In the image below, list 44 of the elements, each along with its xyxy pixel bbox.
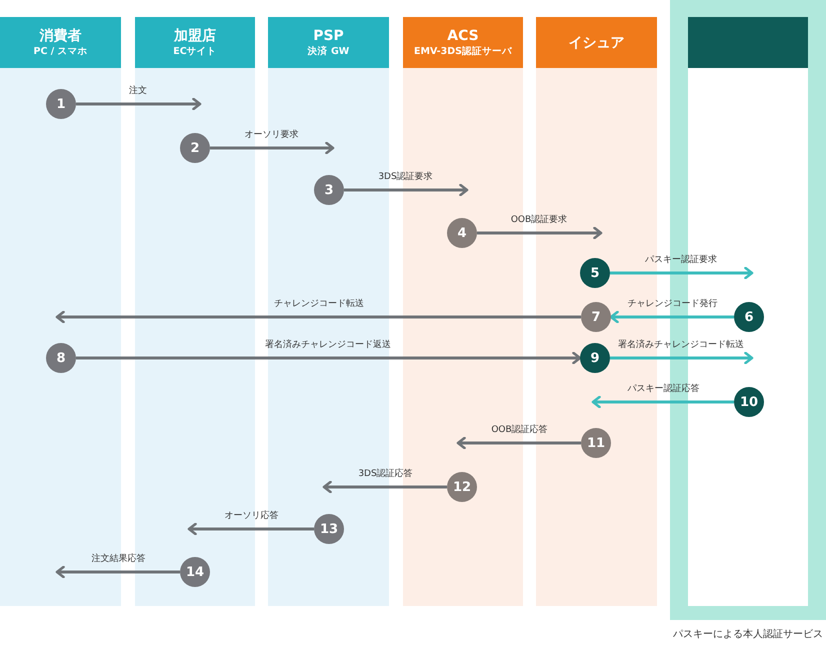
header-box	[268, 17, 389, 68]
edge-label: パスキー認証要求	[645, 254, 717, 266]
arrow	[76, 98, 202, 110]
edge-label: 署名済みチャレンジコード転送	[618, 339, 744, 351]
edge-label: パスキー認証応答	[628, 383, 700, 395]
arrow	[610, 352, 754, 364]
edge-label: OOB認証応答	[491, 424, 548, 436]
arrow	[610, 310, 734, 324]
header-box	[403, 17, 523, 68]
arrow	[456, 436, 581, 450]
header-subtitle: EMV-3DS認証サーバ	[414, 44, 512, 58]
edge-label: 注文	[129, 85, 147, 97]
arrow	[56, 310, 581, 324]
edge-label: オーソリ応答	[224, 510, 278, 522]
header-title: PSP	[313, 26, 344, 44]
edge-label: OOB認証要求	[510, 214, 568, 226]
arrow	[76, 352, 582, 364]
arrow	[210, 142, 334, 154]
edge-label: チャレンジコード転送	[274, 298, 364, 310]
arrow	[322, 480, 447, 494]
header-title: 消費者	[40, 26, 82, 44]
arrow	[592, 396, 734, 408]
edge-label: チャレンジコード発行	[628, 298, 718, 310]
arrow	[56, 566, 180, 578]
arrow	[610, 266, 754, 280]
caption-text: パスキーによる本人認証サービス	[672, 628, 824, 642]
header-box	[536, 17, 657, 68]
header-subtitle: PC / スマホ	[33, 44, 88, 58]
edge-label: 3DS認証要求	[378, 171, 433, 183]
header-box	[0, 17, 121, 68]
header-box	[135, 17, 255, 68]
header-subtitle: ECサイト	[173, 44, 217, 58]
arrow	[344, 184, 468, 196]
edge-label: オーソリ要求	[244, 129, 298, 141]
arrow	[477, 226, 602, 240]
header-box	[688, 17, 808, 68]
edge-label: 注文結果応答	[92, 553, 146, 565]
edge-label: 3DS認証応答	[358, 468, 413, 480]
header-subtitle: 決済 GW	[308, 44, 350, 58]
header-title: 加盟店	[174, 26, 216, 44]
arrow	[188, 522, 314, 536]
header-title: イシュア	[568, 34, 624, 52]
header-title: ACS	[447, 26, 479, 44]
edge-label: 署名済みチャレンジコード返送	[265, 339, 391, 351]
